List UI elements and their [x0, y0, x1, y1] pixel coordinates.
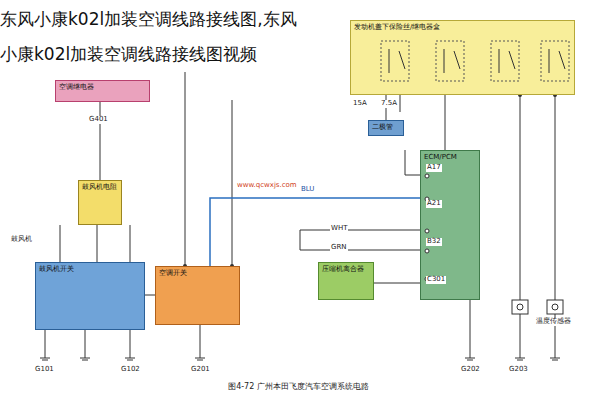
wire-label: 鼓风机: [10, 236, 33, 244]
wire-connector: [100, 102, 101, 180]
component-label: 空调继电器: [59, 83, 146, 91]
wire-connector: [374, 283, 420, 284]
component-label: 压缩机离合器: [322, 265, 370, 273]
relay-symbols: [351, 21, 574, 94]
component-box: 鼓风机开关: [35, 262, 145, 330]
wire-label: G201: [190, 366, 211, 374]
wire-label: 15A: [352, 100, 368, 108]
wire-label: G101: [34, 366, 55, 374]
figure-caption: 图4-72 广州本田飞度汽车空调系统电路: [226, 382, 371, 391]
component-label: ECM/PCM: [424, 153, 476, 161]
component-box: 发动机盖下保险丝/继电器盒: [350, 20, 575, 95]
component-box: 空调开关: [155, 266, 240, 325]
wire-label: 7.5A: [380, 100, 398, 108]
component-box: 压缩机离合器: [318, 262, 374, 300]
wire-label: A21: [426, 200, 442, 208]
component-label: 发动机盖下保险丝/继电器盒: [354, 23, 571, 31]
component-box: 二极管: [368, 120, 404, 136]
wire-label: G203: [508, 366, 529, 374]
wire-label: C301: [426, 276, 446, 284]
wire-connector: [145, 295, 155, 296]
wire-label: www.qcwxjs.com: [236, 182, 298, 190]
wire-connector: [97, 225, 98, 262]
wire-label: BLU: [300, 186, 315, 194]
wire-label: B32: [426, 238, 442, 246]
wire-connector: [445, 95, 446, 150]
wire-label: WHT: [330, 225, 348, 233]
wire-label: G401: [88, 116, 109, 124]
wire-label: 温度传感器: [535, 318, 572, 326]
component-box: 鼓风机电阻: [78, 180, 122, 225]
component-label: 空调开关: [159, 269, 236, 277]
component-label: 鼓风机开关: [39, 265, 141, 273]
wire-connector: [210, 198, 420, 266]
wire-label: A17: [426, 164, 442, 172]
page-title: 东风小康k02l加装空调线路接线图,东风小康k02l加装空调线路接线图视频: [0, 0, 305, 72]
component-label: 二极管: [372, 123, 400, 131]
caption-box: 图4-72 广州本田飞度汽车空调系统电路: [0, 381, 597, 392]
component-box: 空调继电器: [55, 80, 150, 102]
component-label: 鼓风机电阻: [82, 183, 118, 191]
wire-label: GRN: [330, 244, 348, 252]
wire-label: G102: [120, 366, 141, 374]
wire-label: G202: [460, 366, 481, 374]
